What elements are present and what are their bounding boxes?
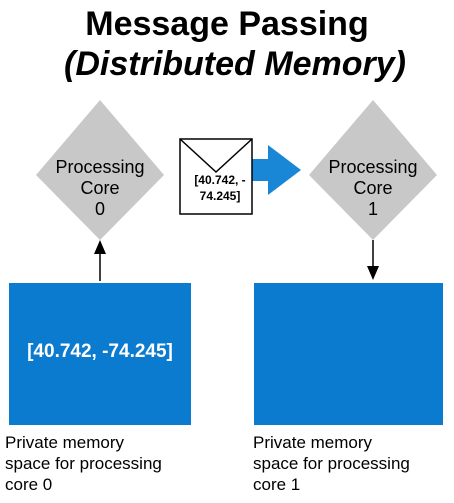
envelope-icon <box>179 138 253 215</box>
arrow-memory-to-core-0 <box>94 240 106 281</box>
core-1-label-line1: Processing <box>328 157 418 177</box>
memory-block-1 <box>254 283 443 425</box>
memory-1-caption-line3: core 1 <box>253 475 301 494</box>
core-0-diamond <box>36 100 164 240</box>
core-0-label-line1: Processing <box>55 157 145 177</box>
core-1-label-line2: Core <box>353 178 393 198</box>
arrow-core-1-to-memory <box>367 240 379 280</box>
message-text-line2: 74.245] <box>199 189 241 203</box>
memory-0-value: [40.742, -74.245] <box>27 341 173 362</box>
memory-0-caption-line2: space for processing <box>5 454 162 473</box>
core-1-label: Processing Core 1 <box>313 157 433 220</box>
core-1-diamond <box>309 100 437 240</box>
memory-0-caption: Private memory space for processing core… <box>5 432 215 495</box>
memory-0-caption-line1: Private memory <box>5 433 125 452</box>
core-1-label-line3: 1 <box>367 199 378 219</box>
memory-1-caption-line2: space for processing <box>253 454 410 473</box>
core-0-label: Processing Core 0 <box>40 157 160 220</box>
title-line-1: Message Passing <box>85 5 369 43</box>
memory-block-0 <box>9 283 191 425</box>
memory-1-caption-line1: Private memory <box>253 433 373 452</box>
memory-1-caption: Private memory space for processing core… <box>253 432 454 495</box>
message-arrow <box>252 145 301 195</box>
message-text: [40.742, - 74.245] <box>180 172 260 204</box>
title-line-2: (Distributed Memory) <box>64 45 406 83</box>
core-0-label-line2: Core <box>80 178 120 198</box>
message-text-line1: [40.742, - <box>194 173 246 187</box>
memory-0-caption-line3: core 0 <box>5 475 53 494</box>
core-0-label-line3: 0 <box>94 199 105 219</box>
